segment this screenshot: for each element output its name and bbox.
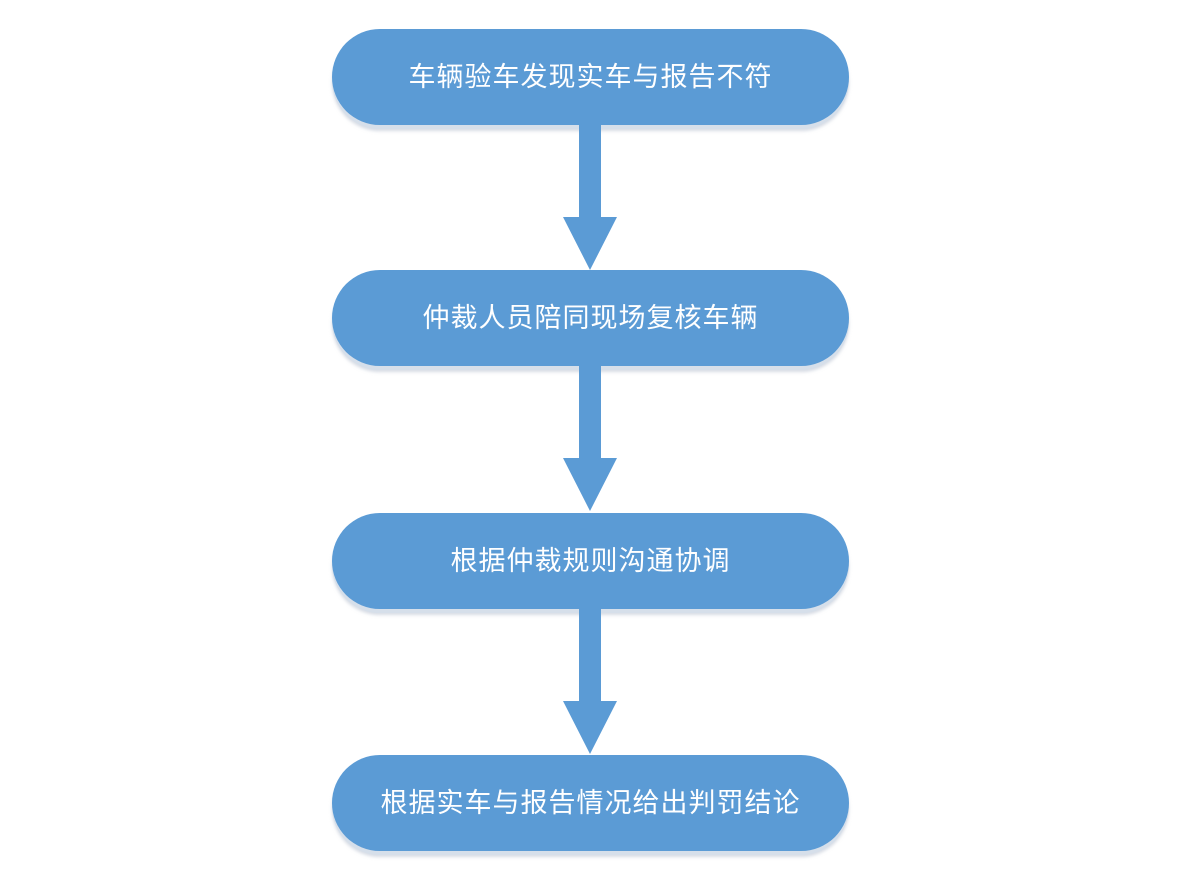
arrow-down-icon <box>563 609 617 754</box>
flow-step-4: 根据实车与报告情况给出判罚结论 <box>332 755 849 851</box>
arrow-down-icon <box>563 366 617 511</box>
flow-step-1: 车辆验车发现实车与报告不符 <box>332 29 849 125</box>
flow-step-label: 根据仲裁规则沟通协调 <box>450 545 731 577</box>
flow-step-label: 根据实车与报告情况给出判罚结论 <box>380 787 801 819</box>
flow-step-2: 仲裁人员陪同现场复核车辆 <box>332 270 849 366</box>
flow-step-label: 仲裁人员陪同现场复核车辆 <box>422 302 759 334</box>
flow-step-3: 根据仲裁规则沟通协调 <box>332 513 849 609</box>
flow-step-label: 车辆验车发现实车与报告不符 <box>408 61 773 93</box>
arrow-down-icon <box>563 125 617 270</box>
